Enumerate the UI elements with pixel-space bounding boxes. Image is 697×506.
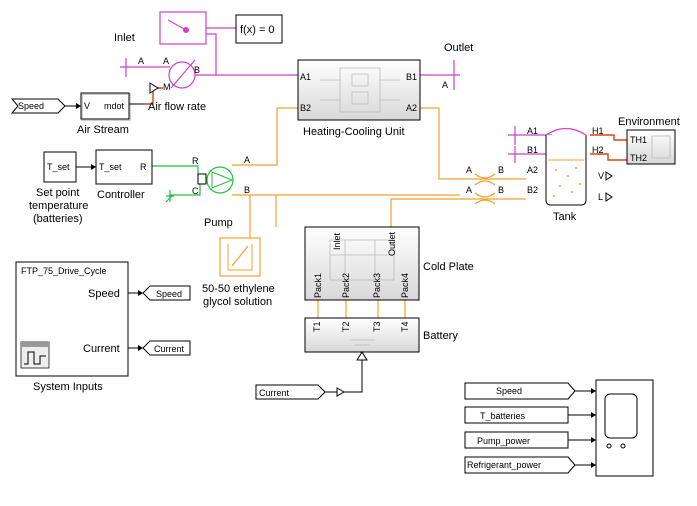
- battery-port-t3: T3: [372, 321, 382, 332]
- cold-plate-pack2: Pack2: [341, 273, 351, 298]
- fan-port-a: A: [163, 56, 169, 66]
- controller-block[interactable]: T_set R Controller: [95, 149, 153, 201]
- scope-input-refrigerant-power[interactable]: Refrigerant_power: [464, 456, 576, 474]
- cold-plate-inlet: Inlet: [332, 232, 342, 250]
- pump-control-lines: [152, 165, 205, 203]
- scope-input-pump-power-label: Pump_power: [477, 436, 530, 446]
- current-goto-tag[interactable]: Current: [142, 340, 191, 356]
- scope-input-t-batteries[interactable]: T_batteries: [464, 406, 569, 424]
- pipe2-port-a: A: [466, 185, 472, 195]
- current-goto-label: Current: [154, 344, 185, 354]
- t-set-value: T_set: [47, 162, 70, 172]
- environment-label: Environment: [618, 116, 680, 128]
- cold-plate-pack3: Pack3: [372, 273, 382, 298]
- speed-goto-tag[interactable]: Speed: [10, 98, 66, 114]
- scope-block[interactable]: [595, 379, 654, 477]
- speed-goto-2-label: Speed: [156, 289, 182, 299]
- env-port-th2: TH2: [630, 153, 647, 163]
- system-inputs-current: Current: [83, 343, 120, 355]
- pipe2-port-b: B: [498, 185, 504, 195]
- scope-input-pump-power[interactable]: Pump_power: [464, 431, 569, 449]
- pump-port-b: B: [244, 185, 250, 195]
- air-stream-port-mdot: mdot: [104, 101, 125, 111]
- air-network: [120, 11, 587, 163]
- system-inputs-title: FTP_75_Drive_Cycle: [21, 266, 107, 276]
- air-flow-rate-label: Air flow rate: [148, 101, 206, 113]
- cold-plate-pack1: Pack1: [313, 273, 323, 298]
- t-set-label-2: temperature: [29, 200, 88, 212]
- inlet-label: Inlet: [114, 32, 135, 44]
- speed-goto-tag-2[interactable]: Speed: [142, 285, 191, 301]
- signal-builder-icon: [20, 341, 50, 369]
- inlet-port-a: A: [138, 56, 144, 66]
- air-stream-port-v: V: [84, 101, 90, 111]
- hcu-port-a2: A2: [406, 103, 417, 113]
- cold-plate-outlet: Outlet: [387, 231, 397, 256]
- tank-port-a2: A2: [527, 165, 538, 175]
- heating-cooling-unit-block[interactable]: A1 B1 B2 A2 Heating-Cooling Unit: [297, 59, 421, 138]
- scope-input-speed[interactable]: Speed: [464, 382, 576, 400]
- hcu-port-b1: B1: [406, 72, 417, 82]
- glycol-fluid-block[interactable]: 50-50 ethylene glycol solution: [202, 237, 275, 308]
- controller-label: Controller: [97, 189, 145, 201]
- pump-port-c: C: [192, 186, 199, 196]
- controller-port-out: R: [140, 162, 147, 172]
- hcu-port-b2: B2: [300, 103, 311, 113]
- system-inputs-label: System Inputs: [33, 381, 103, 393]
- pump-block[interactable]: R C A B Pump: [192, 155, 250, 229]
- pump-port-a: A: [244, 155, 250, 165]
- controller-port-in: T_set: [99, 162, 122, 172]
- current-tag-label: Current: [259, 388, 290, 398]
- tank-label: Tank: [553, 211, 577, 223]
- scope-inputs: Speed T_batteries Pump_power Refrigerant…: [464, 382, 596, 474]
- battery-block[interactable]: T1 T2 T3 T4 Battery: [304, 317, 458, 353]
- scope-input-t-batteries-label: T_batteries: [480, 411, 526, 421]
- tank-block[interactable]: A1 B1 A2 B2 H1 H2 V L Tank: [527, 126, 613, 223]
- speed-tag-label: Speed: [18, 101, 44, 111]
- scope-input-refrigerant-power-label: Refrigerant_power: [467, 460, 541, 470]
- solver-block[interactable]: f(x) = 0: [235, 14, 283, 44]
- pipe1-port-a: A: [466, 165, 472, 175]
- fan-port-m: M: [163, 82, 171, 92]
- scope-input-speed-label: Speed: [496, 386, 522, 396]
- pump-label: Pump: [204, 217, 233, 229]
- glycol-label-2: glycol solution: [203, 296, 272, 308]
- tank-port-h1: H1: [592, 126, 604, 136]
- air-stream-block[interactable]: V mdot Air Stream: [77, 92, 131, 136]
- t-set-constant-block[interactable]: T_set Set point temperature (batteries): [29, 151, 88, 225]
- cold-plate-block[interactable]: Inlet Outlet Pack1 Pack2 Pack3 Pack4 Col…: [304, 226, 474, 301]
- battery-label: Battery: [423, 330, 458, 342]
- tank-port-l: L: [598, 192, 603, 202]
- hcu-port-a1: A1: [300, 72, 311, 82]
- tank-port-b1: B1: [527, 145, 538, 155]
- system-inputs-block[interactable]: FTP_75_Drive_Cycle Speed Current System …: [15, 261, 129, 393]
- fan-port-b: B: [194, 65, 200, 75]
- battery-port-t4: T4: [400, 321, 410, 332]
- battery-port-t2: T2: [341, 321, 351, 332]
- battery-port-t1: T1: [312, 321, 322, 332]
- pipe1-port-b: B: [498, 165, 504, 175]
- t-set-label-1: Set point: [36, 187, 79, 199]
- air-stream-label: Air Stream: [77, 124, 129, 136]
- system-inputs-speed: Speed: [88, 288, 120, 300]
- tank-port-h2: H2: [592, 145, 604, 155]
- coolant-network: [232, 107, 526, 318]
- hcu-label: Heating-Cooling Unit: [303, 126, 405, 138]
- environment-block[interactable]: TH1 TH2 Environment: [618, 116, 680, 165]
- tank-port-v: V: [598, 171, 604, 181]
- outlet-port-a: A: [442, 80, 448, 90]
- glycol-label-1: 50-50 ethylene: [202, 283, 275, 295]
- env-port-th1: TH1: [630, 135, 647, 145]
- solver-label: f(x) = 0: [240, 24, 275, 36]
- cold-plate-label: Cold Plate: [423, 261, 474, 273]
- pump-port-r: R: [192, 156, 199, 166]
- tank-port-a1: A1: [527, 126, 538, 136]
- cold-plate-pack4: Pack4: [400, 273, 410, 298]
- outlet-label: Outlet: [444, 42, 473, 54]
- t-set-label-3: (batteries): [33, 213, 83, 225]
- current-from-tag[interactable]: Current: [255, 384, 326, 400]
- tank-port-b2: B2: [527, 185, 538, 195]
